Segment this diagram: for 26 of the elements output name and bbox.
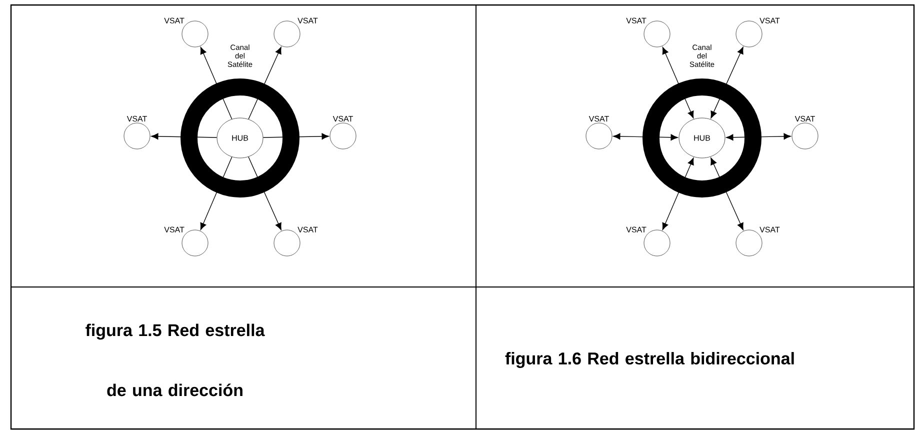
node-label: VSAT <box>626 18 646 24</box>
node-label: VSAT <box>332 116 353 122</box>
caption: figura 1.5 Red estrella de una dirección <box>86 324 265 396</box>
arrow <box>200 156 232 230</box>
arrow <box>151 133 218 140</box>
node-label: VSAT <box>760 226 780 232</box>
arrow <box>200 46 232 120</box>
node-label: VSAT <box>298 226 318 232</box>
arrow <box>662 158 694 230</box>
arrow <box>248 156 282 230</box>
arrow <box>710 158 744 230</box>
caption: figura 1.6 Red estrella bidireccional <box>505 352 794 368</box>
arrow <box>262 133 329 140</box>
arrow <box>710 46 744 118</box>
arrow <box>613 133 678 141</box>
node-label: VSAT <box>588 116 609 122</box>
node-label: VSAT <box>164 18 184 24</box>
node-label: VSAT <box>298 18 318 24</box>
node-label: VSAT <box>794 116 815 122</box>
arrow <box>662 46 694 118</box>
arrow <box>726 133 791 141</box>
node-label: VSAT <box>164 226 184 232</box>
node-label: VSAT <box>626 226 646 232</box>
node-label: VSAT <box>126 116 147 122</box>
arrow <box>248 46 282 120</box>
node-label: VSAT <box>760 18 780 24</box>
